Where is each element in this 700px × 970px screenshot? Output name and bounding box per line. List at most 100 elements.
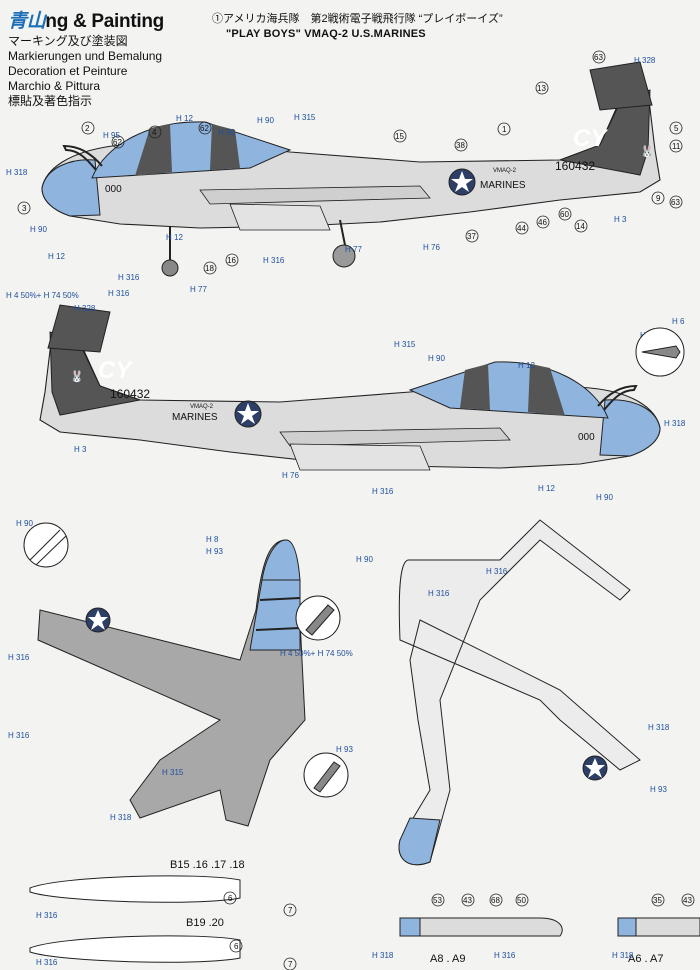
svg-text:3: 3 (22, 204, 27, 213)
label-top-mix: H 4 50%+ H 74 50% (280, 649, 353, 658)
svg-text:16: 16 (227, 256, 236, 265)
svg-text:44: 44 (517, 224, 526, 233)
pod-side1 (229, 203, 331, 231)
canopy-frames-side1 (135, 124, 240, 176)
svg-text:43: 43 (683, 896, 692, 905)
radome-side2 (599, 399, 661, 457)
svg-text:62: 62 (200, 124, 209, 133)
wing-root-side1 (199, 185, 431, 205)
label-h3: H 3 (614, 215, 627, 224)
label-h77b: H 77 (190, 285, 207, 294)
svg-text:43: 43 (463, 896, 472, 905)
label-pods-b1: B15 .16 .17 .18 (170, 859, 245, 871)
label-h316-2: H 316 (372, 487, 394, 496)
label-top-h90: H 90 (16, 519, 33, 528)
label-h328: H 328 (634, 56, 656, 65)
label-pods-h316c: H 316 (494, 951, 516, 960)
modex-side1: 000 (105, 184, 122, 195)
pod-b2 (29, 935, 241, 963)
label-h77: H 77 (345, 245, 362, 254)
label-h95b: H 95 (218, 128, 235, 137)
svg-text:6: 6 (234, 942, 239, 951)
marines-side2: MARINES (172, 412, 218, 423)
pods: B15 .16 .17 .18 B19 .20 H 316 H 316 A8 .… (29, 859, 700, 970)
svg-text:7: 7 (288, 960, 293, 969)
pod-a1 (399, 917, 563, 937)
label-top-h93b: H 93 (336, 745, 353, 754)
fin-pod-side2 (47, 304, 111, 353)
label-pods-a1: A8 . A9 (430, 953, 465, 965)
label-h76: H 76 (423, 243, 440, 252)
wing-root-side2 (279, 427, 511, 447)
scheme-title-en: "PLAY BOYS" VMAQ-2 U.S.MARINES (226, 28, 426, 40)
label-pods-h316b: H 316 (36, 958, 58, 967)
label-h90b: H 90 (30, 225, 47, 234)
label-bottom-h90: H 90 (356, 555, 373, 564)
page-title: 青山ng & Painting (8, 11, 164, 32)
marines-side1: MARINES (480, 180, 526, 191)
main-wheel-side1 (332, 244, 356, 268)
label-h12-2: H 12 (518, 361, 535, 370)
label-h316a: H 316 (118, 273, 140, 282)
svg-text:50: 50 (517, 896, 526, 905)
svg-text:60: 60 (560, 210, 569, 219)
svg-text:68: 68 (491, 896, 500, 905)
label-pods-h318: H 318 (372, 951, 394, 960)
svg-text:13: 13 (537, 84, 546, 93)
label-bottom-h318: H 318 (648, 723, 670, 732)
label-top-h316a: H 316 (8, 653, 30, 662)
svg-text:14: 14 (576, 222, 585, 231)
svg-text:35: 35 (653, 896, 662, 905)
pod-b1 (29, 875, 241, 903)
label-h90b-2: H 90 (596, 493, 613, 502)
pod-side2 (289, 443, 431, 471)
roundel-side1 (448, 168, 476, 196)
roundel-bottom (582, 755, 608, 781)
top-canopy-frames (255, 597, 301, 631)
svg-text:63: 63 (671, 198, 680, 207)
pod-a1-nose (399, 917, 421, 937)
scheme-title-jp: ①アメリカ海兵隊 第2戦術電子戦飛行隊 “プレイボーイズ” (212, 13, 503, 25)
subtitle-it: Marchio & Pittura (8, 79, 101, 93)
label-h12b: H 12 (48, 252, 65, 261)
label-h315-2: H 315 (394, 340, 416, 349)
bottom-view: H 90 H 316 H 316 H 318 H 93 (356, 519, 670, 866)
side-view-right: 🐰 CY 160432 VMAQ-2 MARINES 000 H 328 H 3… (39, 304, 686, 502)
main-gear-side1 (339, 219, 346, 246)
tail-code-side1: CY (573, 125, 608, 152)
roundel-top (85, 607, 111, 633)
svg-text:11: 11 (672, 142, 681, 151)
label-h3-2: H 3 (74, 445, 87, 454)
label-h316c: H 316 (263, 256, 285, 265)
svg-text:9: 9 (656, 194, 661, 203)
label-bottom-h93: H 93 (650, 785, 667, 794)
svg-text:18: 18 (205, 264, 214, 273)
top-radome (261, 539, 301, 581)
svg-text:62: 62 (113, 138, 122, 147)
top-details (23, 522, 349, 798)
header: 青山ng & Painting マーキング及び塗装図 Markierungen … (8, 6, 164, 109)
label-h328-2: H 328 (74, 304, 96, 313)
pod-callouts: 6 7 6 7 53 43 68 50 35 43 (223, 891, 695, 970)
label-h318-2: H 318 (664, 419, 686, 428)
label-h315: H 315 (294, 113, 316, 122)
svg-text:38: 38 (456, 141, 465, 150)
pod-a2-nose (617, 917, 637, 937)
svg-text:63: 63 (594, 53, 603, 62)
svg-text:37: 37 (467, 232, 476, 241)
bottom-planform (398, 519, 641, 866)
canopy-frames-side2 (460, 364, 565, 416)
subtitle-fr: Decoration et Peinture (8, 64, 128, 78)
antenna-detail (635, 327, 685, 377)
watermark-logo: 青山 (8, 11, 46, 32)
svg-text:1: 1 (502, 125, 507, 134)
label-bottom-h316a: H 316 (486, 567, 508, 576)
unit-side2: VMAQ-2 (190, 404, 214, 410)
label-h12: H 12 (176, 114, 193, 123)
label-h316b: H 316 (108, 289, 130, 298)
label-h76-2: H 76 (282, 471, 299, 480)
label-top-h8: H 8 (206, 535, 219, 544)
radome-side1 (41, 159, 101, 217)
svg-text:4: 4 (152, 128, 157, 137)
